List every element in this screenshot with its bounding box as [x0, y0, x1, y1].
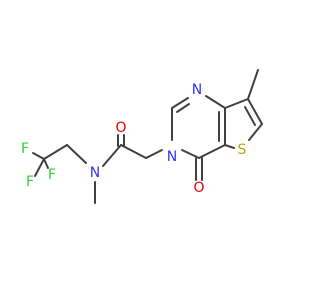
- bond-ch2-n: [66, 144, 87, 164]
- bond-c-f3: [34, 158, 45, 177]
- bond-c2-n1-inner: [176, 103, 190, 113]
- atom-o-amide: O: [115, 120, 126, 136]
- bond-n1-c7a: [205, 95, 226, 109]
- atom-n-amide: N: [90, 165, 100, 181]
- atom-o-ring: O: [193, 180, 204, 196]
- bond-c4-n3: [181, 149, 200, 159]
- bond-c7a-c7: [224, 98, 249, 109]
- bond-c4a-c4: [198, 144, 226, 159]
- bond-s-c4a: [224, 144, 235, 149]
- bond-ch2-n3: [145, 149, 163, 159]
- molecule-structure: F F F N O N N S O: [21, 69, 263, 204]
- bond-cf3-ch2: [43, 144, 68, 160]
- bond-c2-n1: [171, 97, 189, 109]
- atom-labels: F F F N O N N S O: [21, 82, 247, 196]
- bond-c7-methyl: [247, 69, 259, 100]
- bond-c-f2: [43, 158, 49, 169]
- bond-c-f1: [32, 152, 45, 160]
- bond-carbonyl-ch2: [120, 144, 147, 159]
- bond-c6-s: [248, 123, 263, 141]
- atom-f1: F: [21, 141, 29, 157]
- bond-c7-c6-inner: [244, 106, 256, 126]
- bonds: [32, 69, 263, 204]
- atom-n1-ring: N: [192, 82, 202, 98]
- atom-f3: F: [26, 174, 34, 190]
- bond-n-carbonyl: [102, 144, 122, 167]
- atom-n3-ring: N: [167, 149, 177, 165]
- atom-f2: F: [48, 167, 56, 183]
- atom-s-ring: S: [238, 142, 247, 158]
- bond-c7-c6: [247, 98, 263, 125]
